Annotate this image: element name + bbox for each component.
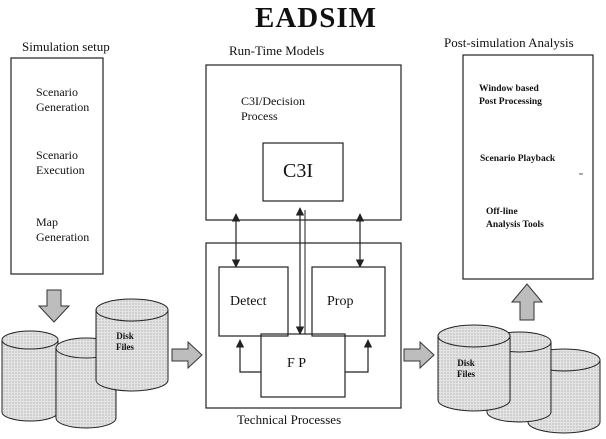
technical-to-right-disks-arrow bbox=[403, 340, 435, 370]
post-up-arrow bbox=[510, 283, 544, 321]
c3i-module-box bbox=[262, 142, 344, 202]
left-disk-label: Disk Files bbox=[116, 331, 134, 352]
technical-box bbox=[205, 242, 402, 409]
setup-item-map-generation: Map Generation bbox=[36, 215, 90, 244]
setup-header: Simulation setup bbox=[22, 39, 110, 54]
fp-module-label: F P bbox=[287, 356, 307, 371]
fp-loop-right bbox=[345, 339, 373, 373]
right-disk-label: Disk Files bbox=[457, 358, 475, 379]
diagram-title: EADSIM bbox=[255, 2, 378, 34]
post-item-window-based: Window based Post Processing bbox=[479, 84, 542, 107]
detect-module-label: Detect bbox=[230, 294, 267, 309]
left-disk-stack bbox=[1, 298, 169, 429]
technical-footer: Technical Processes bbox=[237, 412, 342, 427]
setup-down-arrow bbox=[37, 289, 71, 323]
fp-loop-left bbox=[235, 339, 261, 373]
post-box bbox=[462, 54, 594, 280]
setup-box bbox=[10, 57, 104, 275]
prop-module-box bbox=[311, 266, 386, 337]
setup-item-scenario-generation: Scenario Generation bbox=[36, 85, 90, 114]
runtime-header: Run-Time Models bbox=[229, 43, 325, 58]
detect-module-box bbox=[218, 266, 289, 337]
left-disks-to-technical-arrow bbox=[171, 340, 203, 370]
post-item-scenario-playback: Scenario Playback bbox=[480, 154, 556, 164]
c3i-decision-process-label: C3I/Decision Process bbox=[241, 94, 305, 123]
post-header: Post-simulation Analysis bbox=[444, 35, 574, 50]
prop-module-label: Prop bbox=[327, 294, 354, 309]
right-disk-stack bbox=[437, 324, 601, 434]
c3i-module-label: C3I bbox=[283, 160, 313, 182]
setup-item-scenario-execution: Scenario Execution bbox=[36, 148, 85, 177]
post-item-offline-analysis: Off-line Analysis Tools bbox=[486, 207, 544, 230]
